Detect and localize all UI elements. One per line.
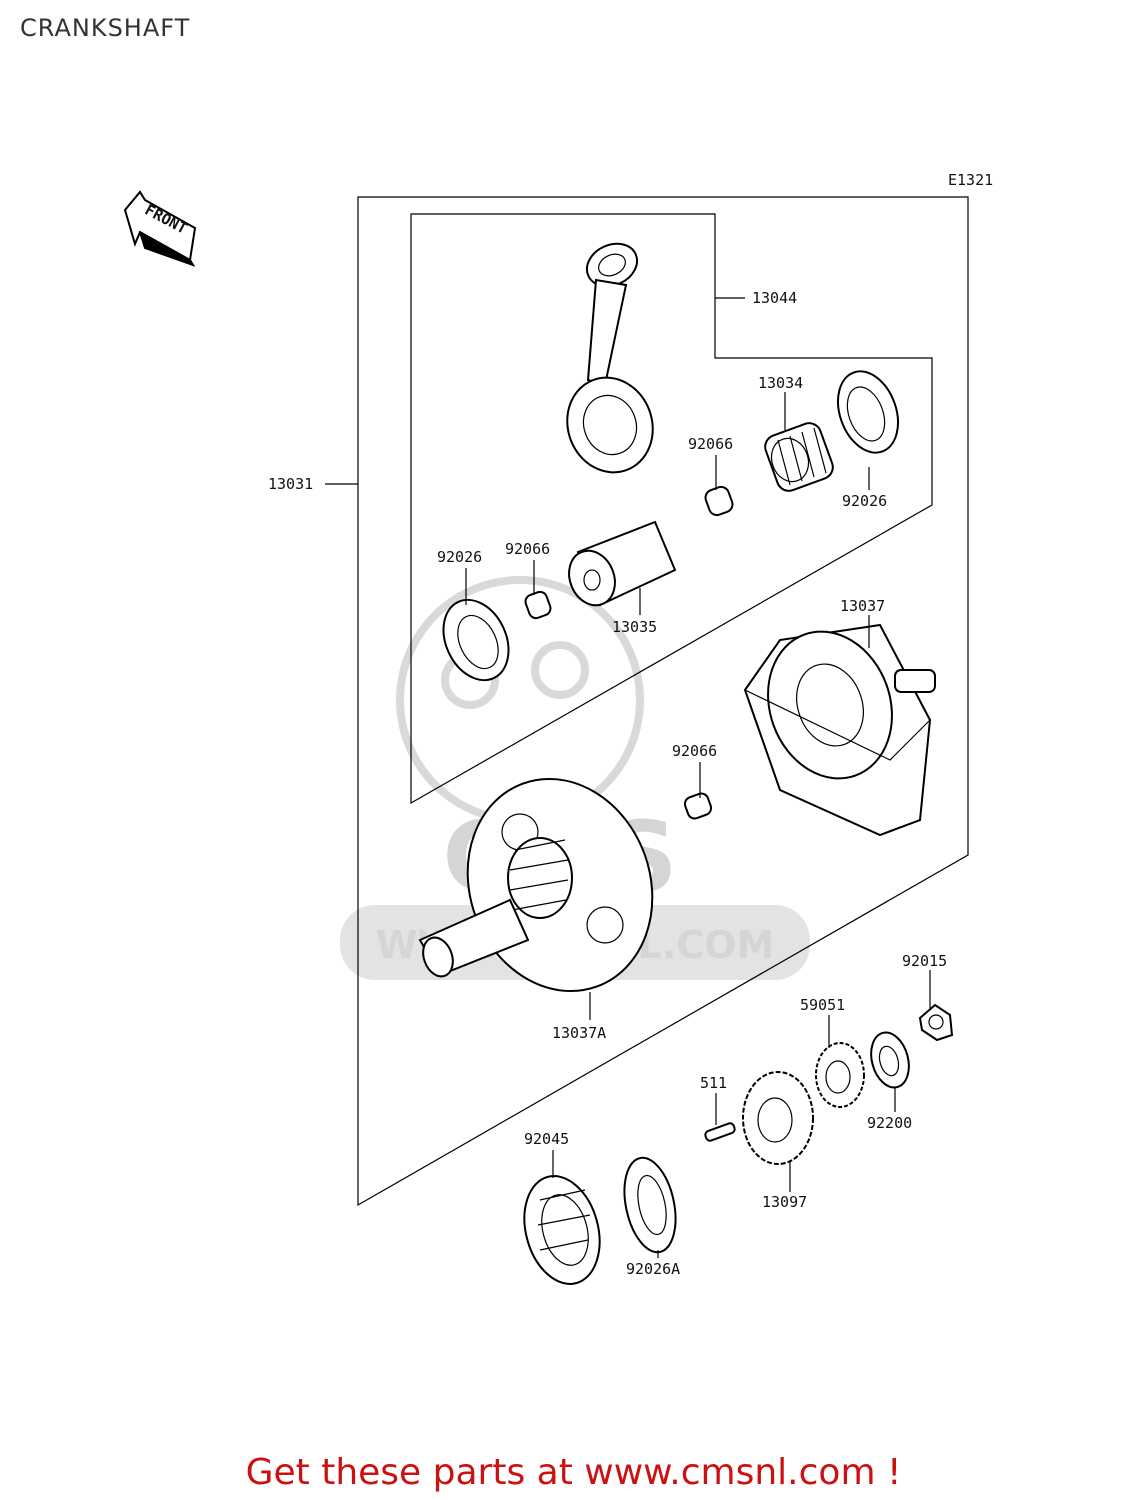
part-label: 92200: [867, 1114, 912, 1132]
part-label: 13035: [612, 618, 657, 636]
large-gear-icon: [742, 1071, 814, 1165]
connecting-rod-icon: [566, 242, 654, 474]
watermark-mascot-eye: [531, 641, 589, 699]
page-title: CRANKSHAFT: [20, 14, 191, 42]
part-label: 92066: [688, 435, 733, 453]
nut-icon: [918, 1003, 954, 1042]
part-label: 13037A: [552, 1024, 606, 1042]
flywheel-left-icon: [418, 777, 654, 993]
part-label: 92026A: [626, 1260, 680, 1278]
small-gear-icon: [815, 1042, 865, 1108]
part-label: 92026: [437, 548, 482, 566]
flywheel-right-icon: [743, 623, 936, 837]
front-arrow-icon: FRONT: [123, 190, 197, 267]
assembly-frame-inner: [410, 213, 933, 805]
pin-icon: [704, 485, 734, 517]
part-label: 13097: [762, 1193, 807, 1211]
crankpin-icon: [568, 520, 677, 607]
cta-link[interactable]: Get these parts at www.cmsnl.com !: [245, 1452, 902, 1493]
washer-icon: [837, 370, 899, 454]
part-label: 92015: [902, 952, 947, 970]
washer-icon: [442, 598, 510, 682]
part-label: 92026: [842, 492, 887, 510]
part-label: 13037: [840, 597, 885, 615]
part-label: 92066: [505, 540, 550, 558]
pin-icon: [524, 590, 552, 620]
part-label: 92066: [672, 742, 717, 760]
part-label: 511: [700, 1074, 727, 1092]
key-icon: [704, 1122, 736, 1142]
diagram-code: E1321: [948, 171, 993, 189]
part-label: 13044: [752, 289, 797, 307]
part-label: 13031: [268, 475, 313, 493]
washer-icon: [870, 1031, 910, 1089]
pin-icon: [683, 792, 713, 820]
ball-bearing-icon: [523, 1175, 601, 1285]
needle-bearing-icon: [764, 422, 834, 492]
assembly-frame-outer: [357, 196, 969, 1207]
part-label: 92045: [524, 1130, 569, 1148]
washer-icon: [623, 1156, 677, 1254]
part-label: 59051: [800, 996, 845, 1014]
part-label: 13034: [758, 374, 803, 392]
